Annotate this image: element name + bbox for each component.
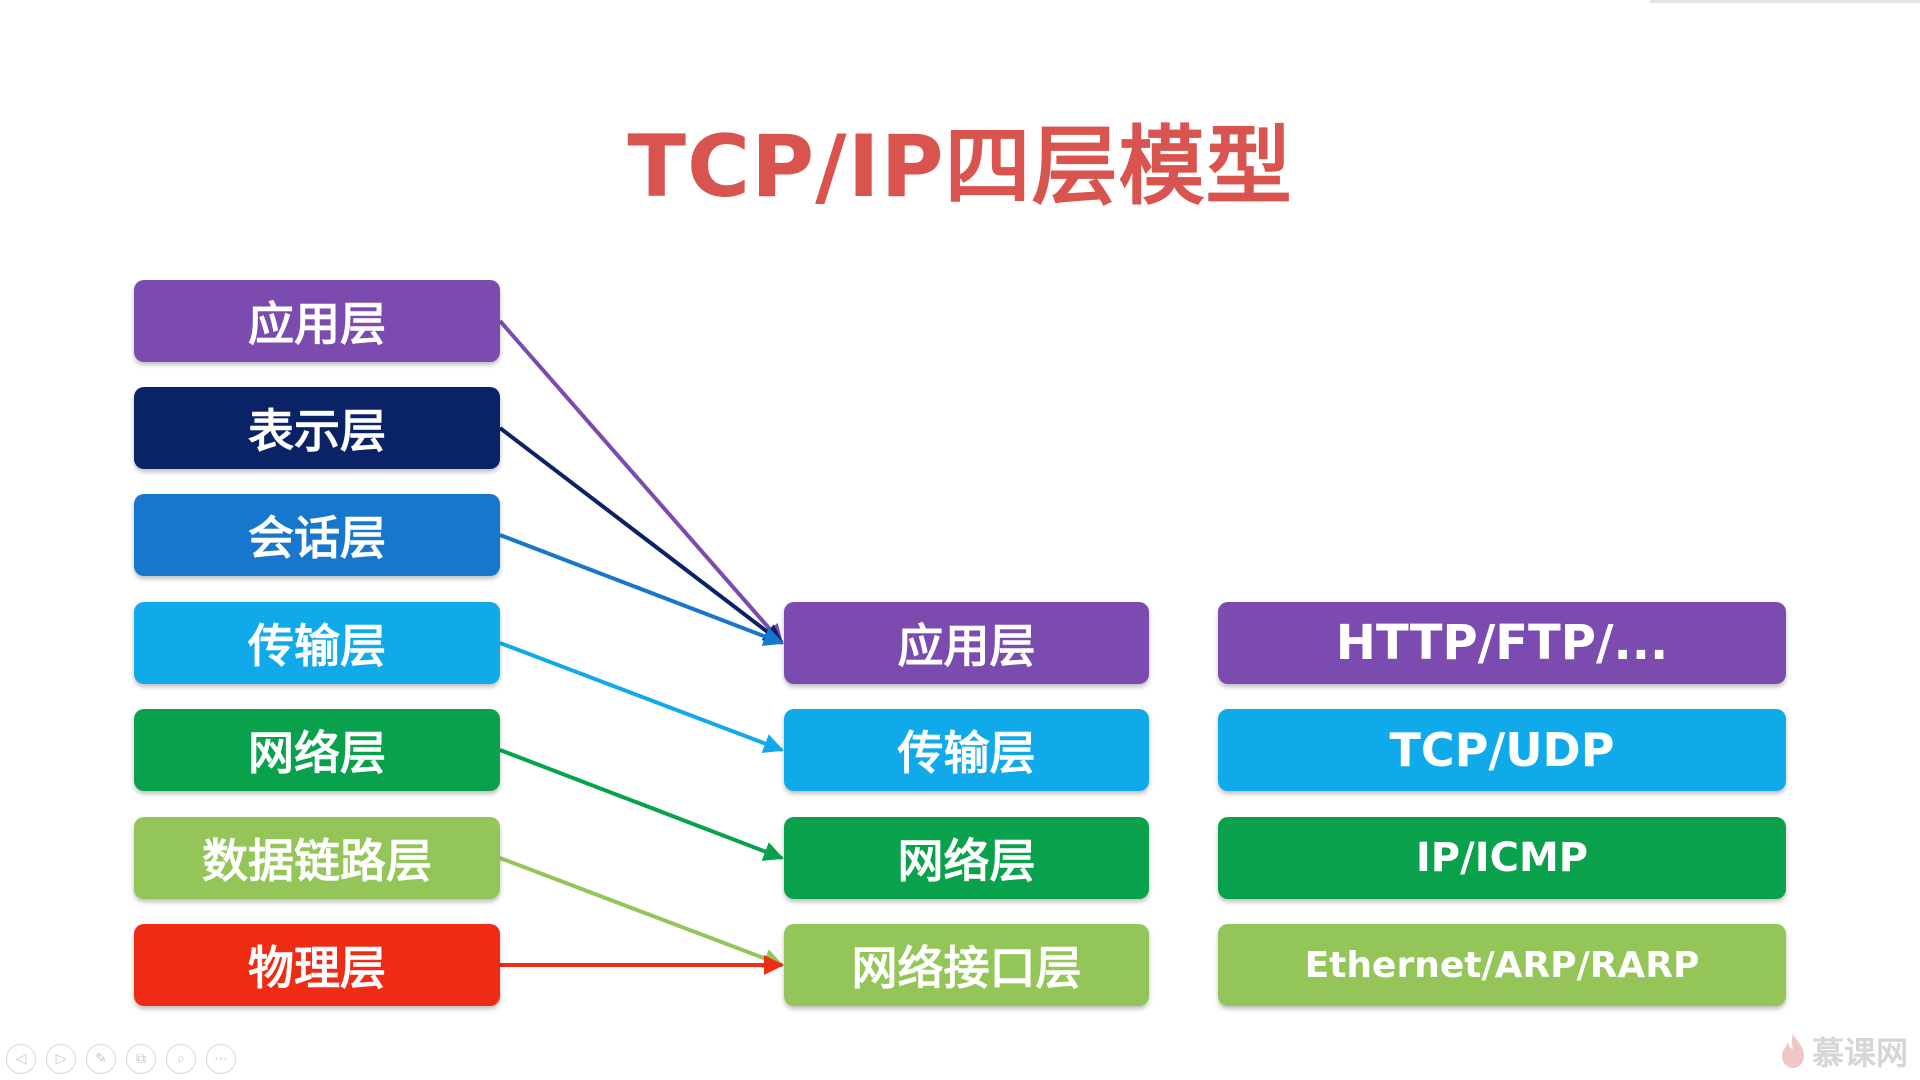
mapping-arrow xyxy=(498,319,784,645)
osi-layer-label: 物理层 xyxy=(248,941,386,995)
zoom-icon[interactable]: ⌕ xyxy=(166,1044,196,1074)
protocol-label: TCP/UDP xyxy=(1389,723,1615,777)
osi-layer-label: 应用层 xyxy=(248,297,386,351)
tcpip-layer-transport: 传输层 xyxy=(784,709,1149,791)
tcpip-layer-label: 网络层 xyxy=(897,834,1036,888)
watermark-text: 慕课网 xyxy=(1811,1034,1908,1072)
osi-layer-label: 会话层 xyxy=(248,511,386,565)
protocol-network-interface: Ethernet/ARP/RARP xyxy=(1218,924,1786,1006)
slide-title: TCP/IP四层模型 xyxy=(627,117,1293,217)
flame-icon xyxy=(1781,1034,1804,1068)
osi-layer-data-link: 数据链路层 xyxy=(134,817,500,899)
tcpip-layer-network-interface: 网络接口层 xyxy=(784,924,1149,1006)
protocol-transport: TCP/UDP xyxy=(1218,709,1786,791)
osi-layer-presentation: 表示层 xyxy=(134,387,500,469)
mapping-arrow xyxy=(498,426,784,645)
protocol-application: HTTP/FTP/... xyxy=(1218,602,1786,684)
osi-layer-label: 数据链路层 xyxy=(202,834,432,888)
copy-icon[interactable]: ⧉ xyxy=(126,1044,156,1074)
pen-icon[interactable]: ✎ xyxy=(86,1044,116,1074)
top-scroll-bar[interactable] xyxy=(1650,0,1920,3)
osi-layer-label: 表示层 xyxy=(248,404,386,458)
osi-layer-network: 网络层 xyxy=(134,709,500,791)
more-icon[interactable]: ⋯ xyxy=(206,1044,236,1074)
osi-layer-transport: 传输层 xyxy=(134,602,500,684)
osi-layer-physical: 物理层 xyxy=(134,924,500,1006)
tcpip-layer-label: 应用层 xyxy=(897,619,1036,673)
tcpip-layer-application: 应用层 xyxy=(784,602,1149,684)
next-icon[interactable]: ▷ xyxy=(46,1044,76,1074)
osi-layer-label: 网络层 xyxy=(248,726,386,780)
protocol-label: Ethernet/ARP/RARP xyxy=(1304,944,1700,986)
osi-layer-session: 会话层 xyxy=(134,494,500,576)
presentation-toolbar: ◁ ▷ ✎ ⧉ ⌕ ⋯ xyxy=(6,1044,236,1074)
mapping-arrow xyxy=(499,641,784,753)
osi-layer-label: 传输层 xyxy=(248,619,386,673)
mapping-arrow xyxy=(499,533,784,646)
protocol-label: IP/ICMP xyxy=(1415,835,1589,881)
osi-layer-application: 应用层 xyxy=(134,280,500,362)
tcpip-layer-label: 网络接口层 xyxy=(851,941,1082,995)
watermark: 慕课网 xyxy=(1780,1028,1908,1074)
mapping-arrow xyxy=(499,748,784,861)
tcpip-layer-label: 传输层 xyxy=(897,726,1036,780)
tcpip-layer-network: 网络层 xyxy=(784,817,1149,899)
protocol-label: HTTP/FTP/... xyxy=(1335,615,1669,671)
protocol-network: IP/ICMP xyxy=(1218,817,1786,899)
mapping-arrow xyxy=(499,856,784,968)
prev-icon[interactable]: ◁ xyxy=(6,1044,36,1074)
